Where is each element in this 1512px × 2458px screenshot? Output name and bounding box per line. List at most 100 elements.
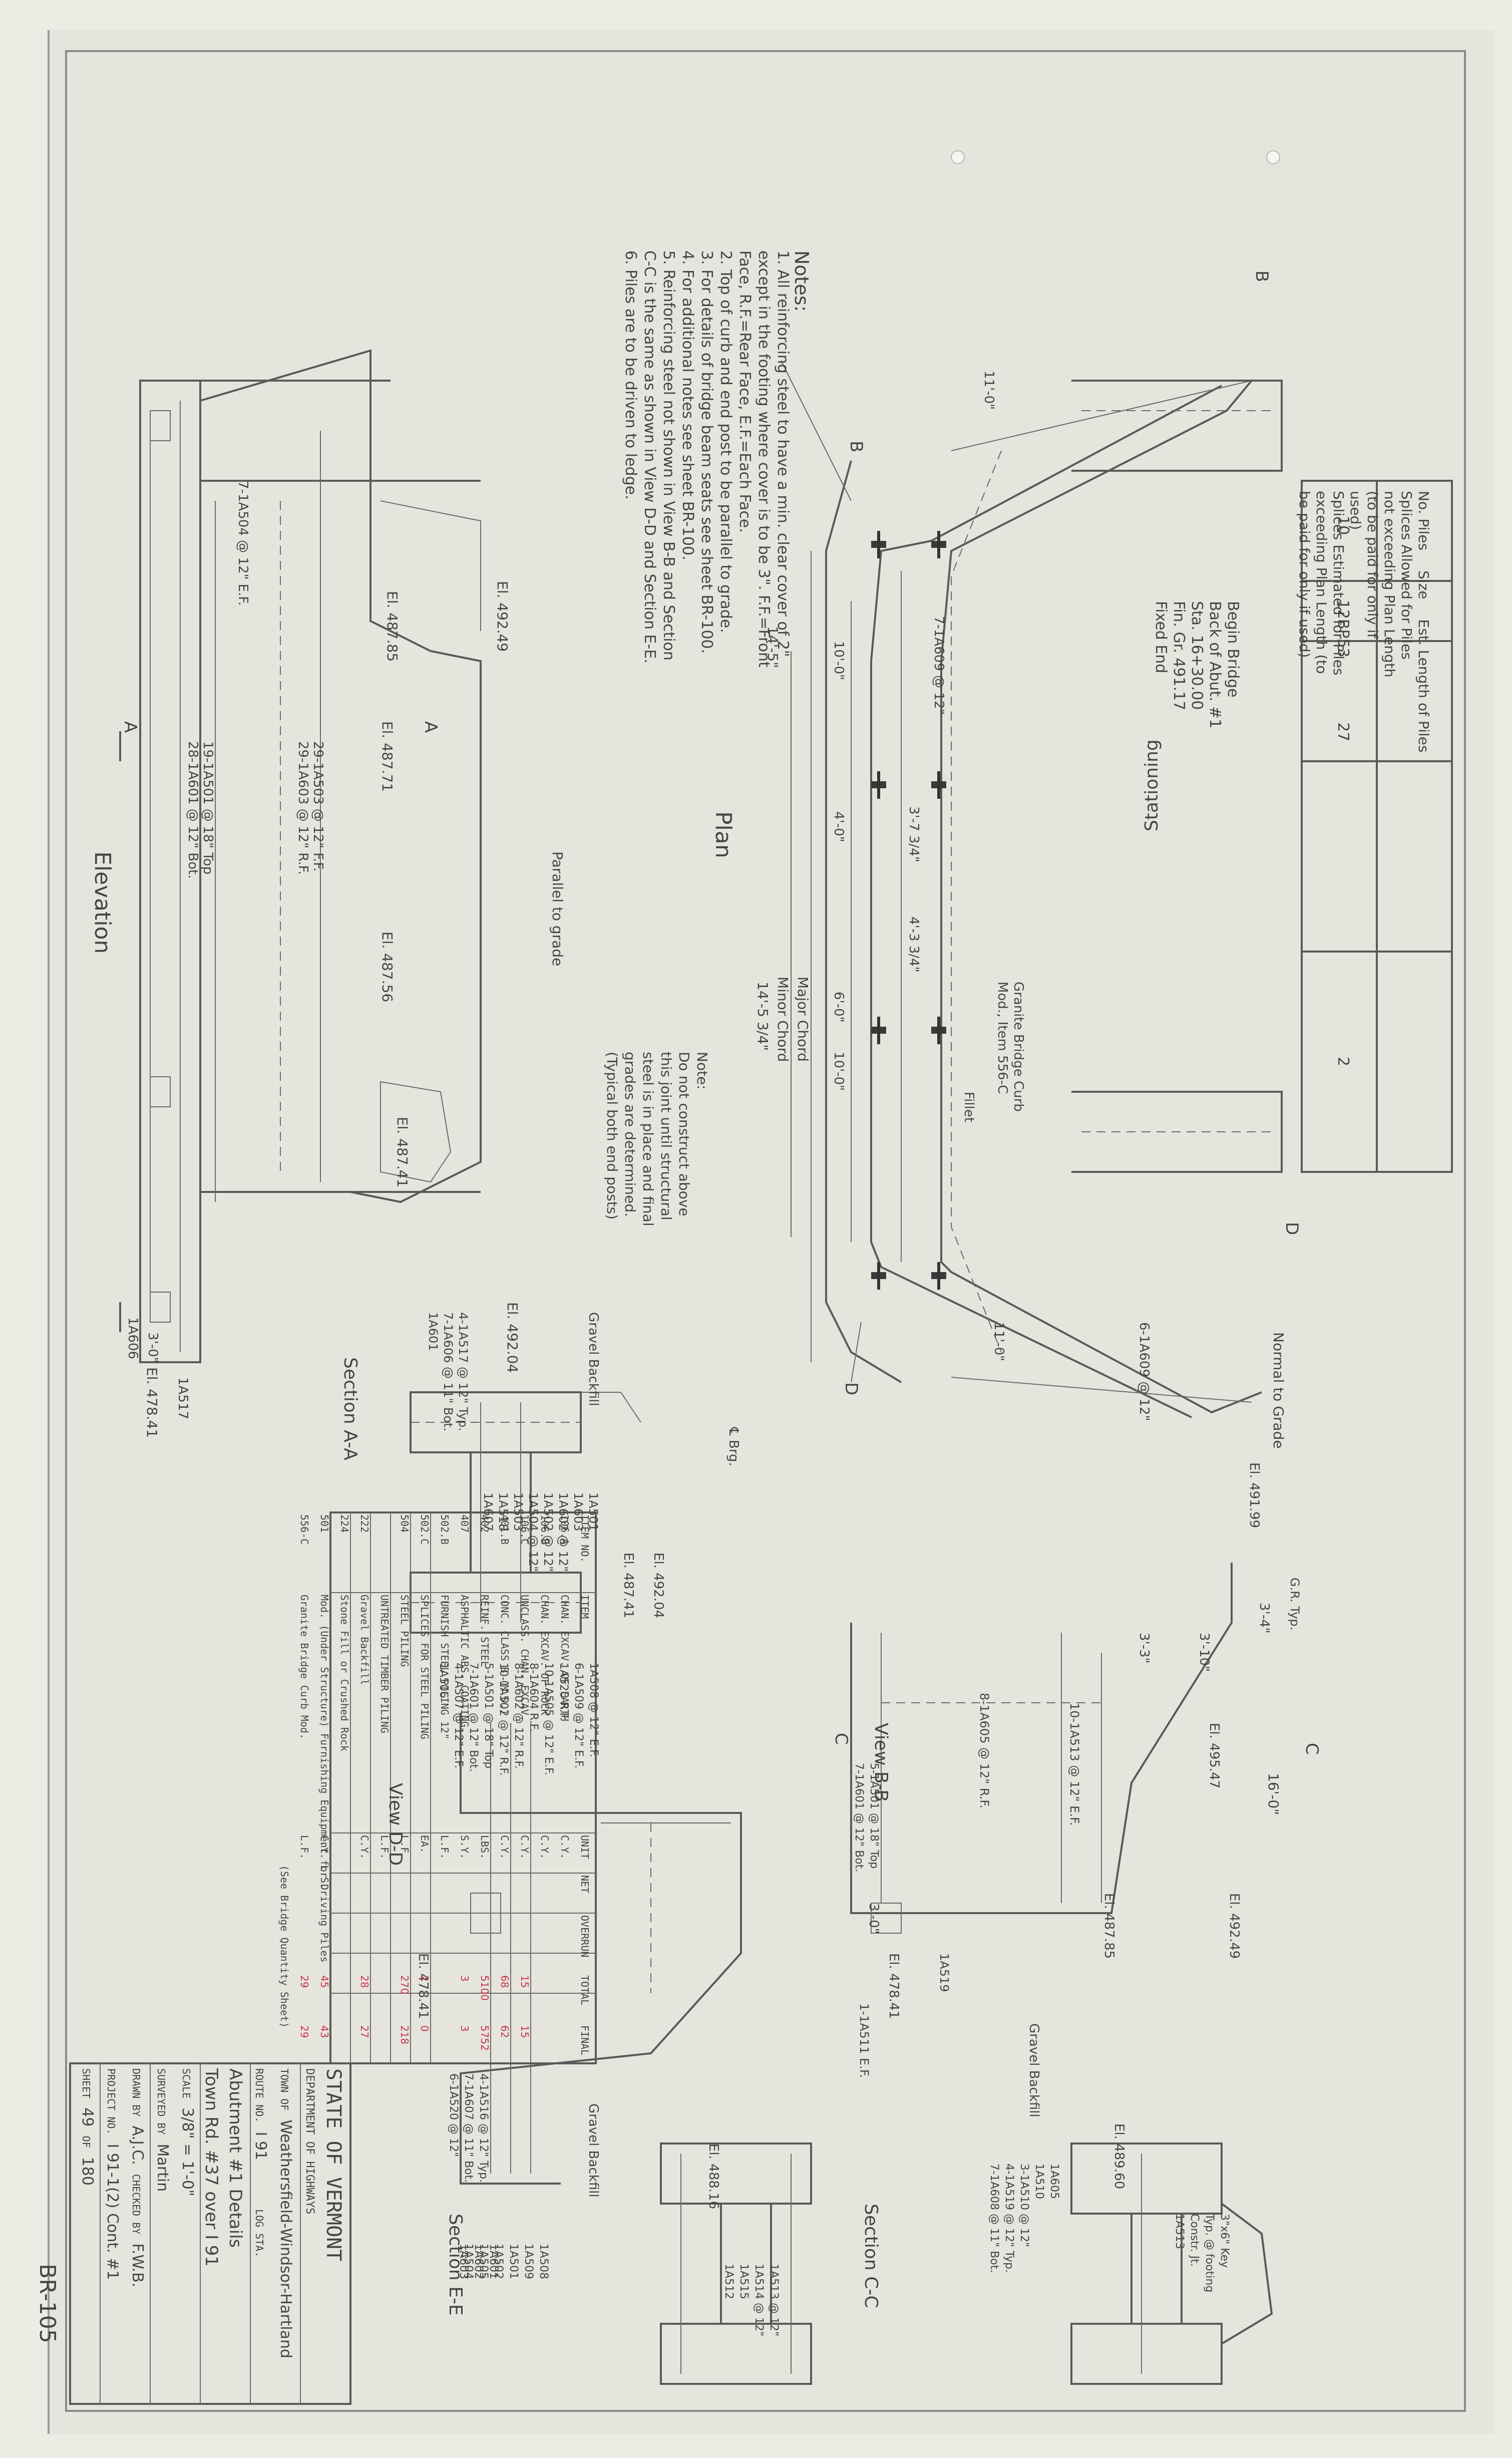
- pile-header-no: No. Piles: [1415, 491, 1432, 551]
- dim-3-7-3-4: 3'-7 3/4": [906, 806, 921, 862]
- bar-label: 7-1A606 @ 11" Bot.: [441, 1312, 455, 1432]
- elevation-mark: El. 492.49: [1227, 1893, 1242, 1959]
- route-label: ROUTE NO.: [253, 2068, 265, 2123]
- begin-bridge-line: Sta. 16+30.00: [1188, 601, 1206, 710]
- section-ee-lines: [660, 2142, 812, 2385]
- punch-hole: [951, 150, 965, 164]
- elevation-mark: El. 491.99: [1247, 1462, 1262, 1528]
- sheet-number: 49: [79, 2107, 96, 2127]
- notes-block: Notes: 1. All reinforcing steel to have …: [621, 250, 813, 668]
- view-dd-lines: [460, 1713, 742, 2185]
- quantity-cell: [374, 1514, 395, 1590]
- quantity-cell: STEEL PILING: [399, 1595, 411, 1667]
- bar-label: 6-1A609 @ 12": [1137, 1322, 1152, 1421]
- quantity-cell: [314, 1875, 334, 1910]
- checked-label: CHECKED BY: [130, 2174, 142, 2235]
- section-aa-title: Section A-A: [340, 1357, 360, 1460]
- begin-bridge-note: Begin Bridge Back of Abut. #1 Sta. 16+30…: [1152, 601, 1242, 728]
- pile-splices: 2: [1334, 1057, 1352, 1067]
- bar-label: 1A508: [537, 2244, 550, 2280]
- bar-label: 7-1A607 @ 11" Bot.: [462, 2073, 475, 2183]
- quantity-cell: 270: [399, 1975, 411, 1995]
- quantity-cell: [354, 1915, 374, 1970]
- plan-note-line: (Typical both end posts): [604, 1052, 620, 1220]
- quantity-cell: [334, 1975, 354, 2020]
- dept-name: DEPARTMENT OF HIGHWAYS: [303, 2068, 316, 2215]
- elevation-mark: El. 492.04: [504, 1302, 521, 1373]
- of-label: OF: [80, 2135, 92, 2148]
- quantity-cell: 401.B: [499, 1514, 511, 1545]
- quantity-cell: [495, 1915, 515, 1970]
- quantity-cell: [334, 1875, 354, 1910]
- section-cc-bars: 1A605 1A510 3-1A510 @ 12" 4-1A519 @ 12" …: [986, 2164, 1061, 2273]
- bar-label: 1-1A511 E.F.: [857, 2003, 871, 2078]
- note-line: 2. Top of curb and end post to be parall…: [717, 250, 734, 633]
- bar-label: 29-1A603 @ 12" R.F.: [295, 741, 310, 875]
- qty-header: NET: [579, 1875, 591, 1894]
- drawing-title: Abutment #1 Details: [225, 2068, 245, 2248]
- quantity-cell: ASPHALTIC ABS. COATING: [459, 1595, 471, 1727]
- pile-table: No. Piles Size Est. Length of Piles Spli…: [1296, 491, 1432, 753]
- bar-label: 1A515: [737, 2264, 750, 2300]
- pile-header-size: Size: [1415, 570, 1432, 599]
- quantity-cell: C.Y.: [519, 1835, 531, 1860]
- quantity-cell: REINF. STEEL: [479, 1595, 491, 1667]
- quantity-cell: 106.C: [519, 1514, 531, 1545]
- bar-label: 7-1A608 @ 11" Bot.: [988, 2164, 1000, 2273]
- quantity-cell: 222: [358, 1514, 370, 1533]
- elevation-title: Elevation: [90, 851, 115, 954]
- town-value: Weathersfield-Windsor-Hartland: [277, 2119, 294, 2359]
- dim-14-5-3-4: 14'-5 3/4": [754, 982, 771, 1051]
- dim-14-5: 14'-5": [765, 626, 781, 669]
- cut-a-marker: A: [120, 721, 140, 733]
- state-name: STATE OF VERMONT: [322, 2068, 345, 2262]
- quantity-header-row: ITEM NO. ITEM UNIT NET OVERRUN TOTAL FIN…: [575, 1514, 595, 2065]
- bar-label: 6-1A520 @ 12": [447, 2073, 460, 2158]
- section-cc-bars-lower: 1A513 @ 12" 1A514 @ 12" 1A515 1A512: [721, 2264, 781, 2336]
- quantity-cell: [395, 1875, 415, 1910]
- stationing-label: Stationing: [1142, 739, 1162, 831]
- key-label: 3"x6" Key: [1218, 2214, 1231, 2268]
- quantity-cell: CONC. CLASS B (M.D.): [499, 1595, 511, 1715]
- elevation-mark: El. 487.85: [384, 591, 401, 662]
- cut-d-marker: D: [1282, 1222, 1302, 1236]
- normal-to-grade: Normal to Grade: [1270, 1332, 1287, 1449]
- drawn-label: DRAWN BY: [130, 2068, 142, 2117]
- quantity-cell: 106.B: [539, 1514, 551, 1545]
- pile-count: 10: [1334, 516, 1352, 535]
- project-label: PROJECT NO.: [105, 2068, 117, 2135]
- bar-label: 7-1A504 @ 12" E.F.: [235, 481, 250, 606]
- bar-label: 4-1A519 @ 12" Typ.: [1003, 2164, 1015, 2273]
- bar-label: 29-1A503 @ 12" F.F.: [310, 741, 325, 872]
- key-label: Typ. @ footing: [1203, 2214, 1216, 2293]
- title-block: STATE OF VERMONT DEPARTMENT OF HIGHWAYS …: [74, 2068, 345, 2358]
- quantity-cell: 28: [358, 1975, 370, 1988]
- section-ee-bars-2: 1A601 1A602 1A603: [456, 2244, 501, 2279]
- qty-header: ITEM NO.: [579, 1514, 591, 1563]
- quantity-cell: 502.B: [439, 1514, 451, 1545]
- dim-3-4: 3'-4": [1257, 1603, 1272, 1634]
- quantity-cell: [515, 1915, 535, 1970]
- quantity-cell: 556-C: [298, 1514, 310, 1545]
- quantity-cell: [334, 1915, 354, 1970]
- bar-label: 1A519: [937, 1953, 951, 1992]
- major-chord-label: Major Chord: [795, 977, 811, 1062]
- quantity-cell: [374, 1915, 395, 1970]
- town-label: TOWN OF: [278, 2068, 290, 2111]
- quantity-cell: 27: [358, 2025, 370, 2038]
- cut-c-marker: C: [831, 1733, 851, 1745]
- elevation-mark: El. 492.49: [494, 581, 511, 652]
- dim-10-0: 10'-0": [831, 1052, 846, 1091]
- quantity-cell: [435, 1875, 455, 1910]
- quantity-cell: CHAN. EXCAV. OF EARTH: [559, 1595, 571, 1721]
- quantity-cell: [455, 1875, 475, 1910]
- quantity-cell: C.Y.: [559, 1835, 571, 1860]
- quantity-cell: 68: [499, 1975, 511, 1988]
- pile-table-grid: [1301, 480, 1453, 1173]
